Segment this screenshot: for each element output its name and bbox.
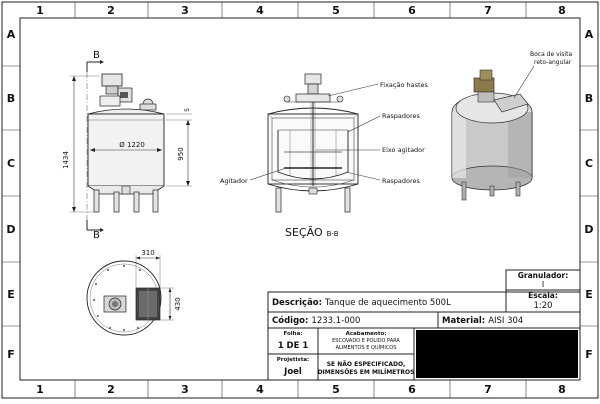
row-label-right: F bbox=[585, 348, 593, 361]
granulador-value: I bbox=[542, 280, 544, 289]
row-label-right: C bbox=[585, 157, 593, 170]
col-label-top: 4 bbox=[256, 4, 264, 17]
granulador-label: Granulador: bbox=[518, 271, 568, 280]
col-label-top: 8 bbox=[558, 4, 566, 17]
escala-label: Escala: bbox=[528, 291, 558, 300]
nota-line2: DIMENSÕES EM MILÍMETROS bbox=[318, 368, 415, 376]
folha-value: 1 DE 1 bbox=[278, 341, 309, 351]
dim-430: 430 bbox=[174, 297, 182, 310]
col-label-top: 6 bbox=[408, 4, 416, 17]
tank-leg bbox=[152, 189, 159, 213]
column-ticks bbox=[74, 2, 527, 398]
column-labels: 1 2 3 4 5 6 7 8 1 2 3 4 5 6 7 8 bbox=[36, 4, 566, 396]
row-label-right: B bbox=[585, 92, 593, 105]
dim-small: 5 bbox=[184, 108, 191, 112]
row-label-left: F bbox=[7, 348, 15, 361]
row-label-left: D bbox=[6, 223, 15, 236]
col-label-bottom: 6 bbox=[408, 383, 416, 396]
tank-leg bbox=[133, 191, 140, 213]
folha-label: Folha: bbox=[283, 331, 302, 337]
col-label-bottom: 4 bbox=[256, 383, 264, 396]
callout-raspadores-bottom: Raspadores bbox=[382, 177, 420, 185]
col-label-top: 1 bbox=[36, 4, 44, 17]
callout-raspadores-top: Raspadores bbox=[382, 112, 420, 120]
col-label-bottom: 3 bbox=[181, 383, 189, 396]
motor-housing bbox=[101, 73, 123, 87]
row-label-right: A bbox=[585, 28, 594, 41]
row-label-left: B bbox=[7, 92, 15, 105]
row-ticks bbox=[2, 65, 598, 327]
codigo-label: Código:1233.1-000 bbox=[272, 315, 360, 326]
redacted-block bbox=[416, 330, 578, 378]
projetista-value: Joel bbox=[283, 367, 302, 377]
tank-leg bbox=[93, 189, 100, 213]
iso-leg bbox=[515, 181, 521, 197]
section-leg bbox=[344, 187, 351, 213]
iso-leg bbox=[489, 185, 495, 197]
col-label-bottom: 2 bbox=[107, 383, 115, 396]
tank-leg bbox=[113, 191, 120, 213]
escala-value: 1:20 bbox=[533, 301, 552, 311]
col-label-bottom: 7 bbox=[484, 383, 492, 396]
front-view: B B Ø 1220 bbox=[62, 50, 192, 241]
acabamento-label: Acabamento: bbox=[346, 331, 387, 337]
section-marker-bottom: B bbox=[93, 230, 100, 241]
callout-agitador: Agitador bbox=[220, 177, 248, 185]
nota-line1: SE NÃO ESPECIFICADO, bbox=[327, 361, 406, 368]
row-label-left: E bbox=[7, 288, 15, 301]
dim-diameter: Ø 1220 bbox=[119, 141, 145, 149]
title-block: Granulador: I Escala: 1:20 Descrição:Tan… bbox=[267, 269, 581, 381]
iso-leg bbox=[461, 181, 467, 201]
descricao-label: Descrição:Tanque de aquecimento 500L bbox=[272, 298, 451, 308]
dim-310: 310 bbox=[141, 249, 154, 257]
col-label-top: 7 bbox=[484, 4, 492, 17]
acabamento-line1: ESCOVADO E POLIDO PARA bbox=[332, 338, 400, 344]
callout-boca-1: Boca de visita bbox=[530, 51, 572, 58]
row-label-left: C bbox=[7, 157, 15, 170]
section-leg bbox=[275, 187, 282, 213]
row-label-right: E bbox=[585, 288, 593, 301]
callout-fixacao: Fixação hastes bbox=[380, 81, 429, 89]
row-label-right: D bbox=[584, 223, 593, 236]
acabamento-line2: ALIMENTOS E QUÍMICOS bbox=[336, 344, 397, 351]
col-label-bottom: 8 bbox=[558, 383, 566, 396]
dim-shell: 950 bbox=[177, 147, 185, 160]
col-label-top: 5 bbox=[332, 4, 340, 17]
col-label-top: 2 bbox=[107, 4, 115, 17]
top-view: 310 430 bbox=[86, 249, 182, 336]
row-label-left: A bbox=[7, 28, 16, 41]
section-view: Fixação hastes Raspadores Eixo agitador … bbox=[220, 73, 429, 239]
callout-eixo: Eixo agitador bbox=[382, 146, 425, 154]
col-label-bottom: 5 bbox=[332, 383, 340, 396]
callout-boca-2: reto-angular bbox=[534, 59, 572, 66]
iso-hatch bbox=[493, 93, 529, 113]
col-label-bottom: 1 bbox=[36, 383, 44, 396]
material-label: Material:AISI 304 bbox=[442, 316, 523, 326]
isometric-view: Boca de visita reto-angular bbox=[451, 51, 572, 201]
projetista-label: Projetista: bbox=[277, 357, 309, 363]
row-labels: A B C D E F A B C D E F bbox=[6, 28, 593, 361]
col-label-top: 3 bbox=[181, 4, 189, 17]
dim-height: 1434 bbox=[62, 151, 70, 169]
section-marker-top: B bbox=[93, 50, 100, 61]
